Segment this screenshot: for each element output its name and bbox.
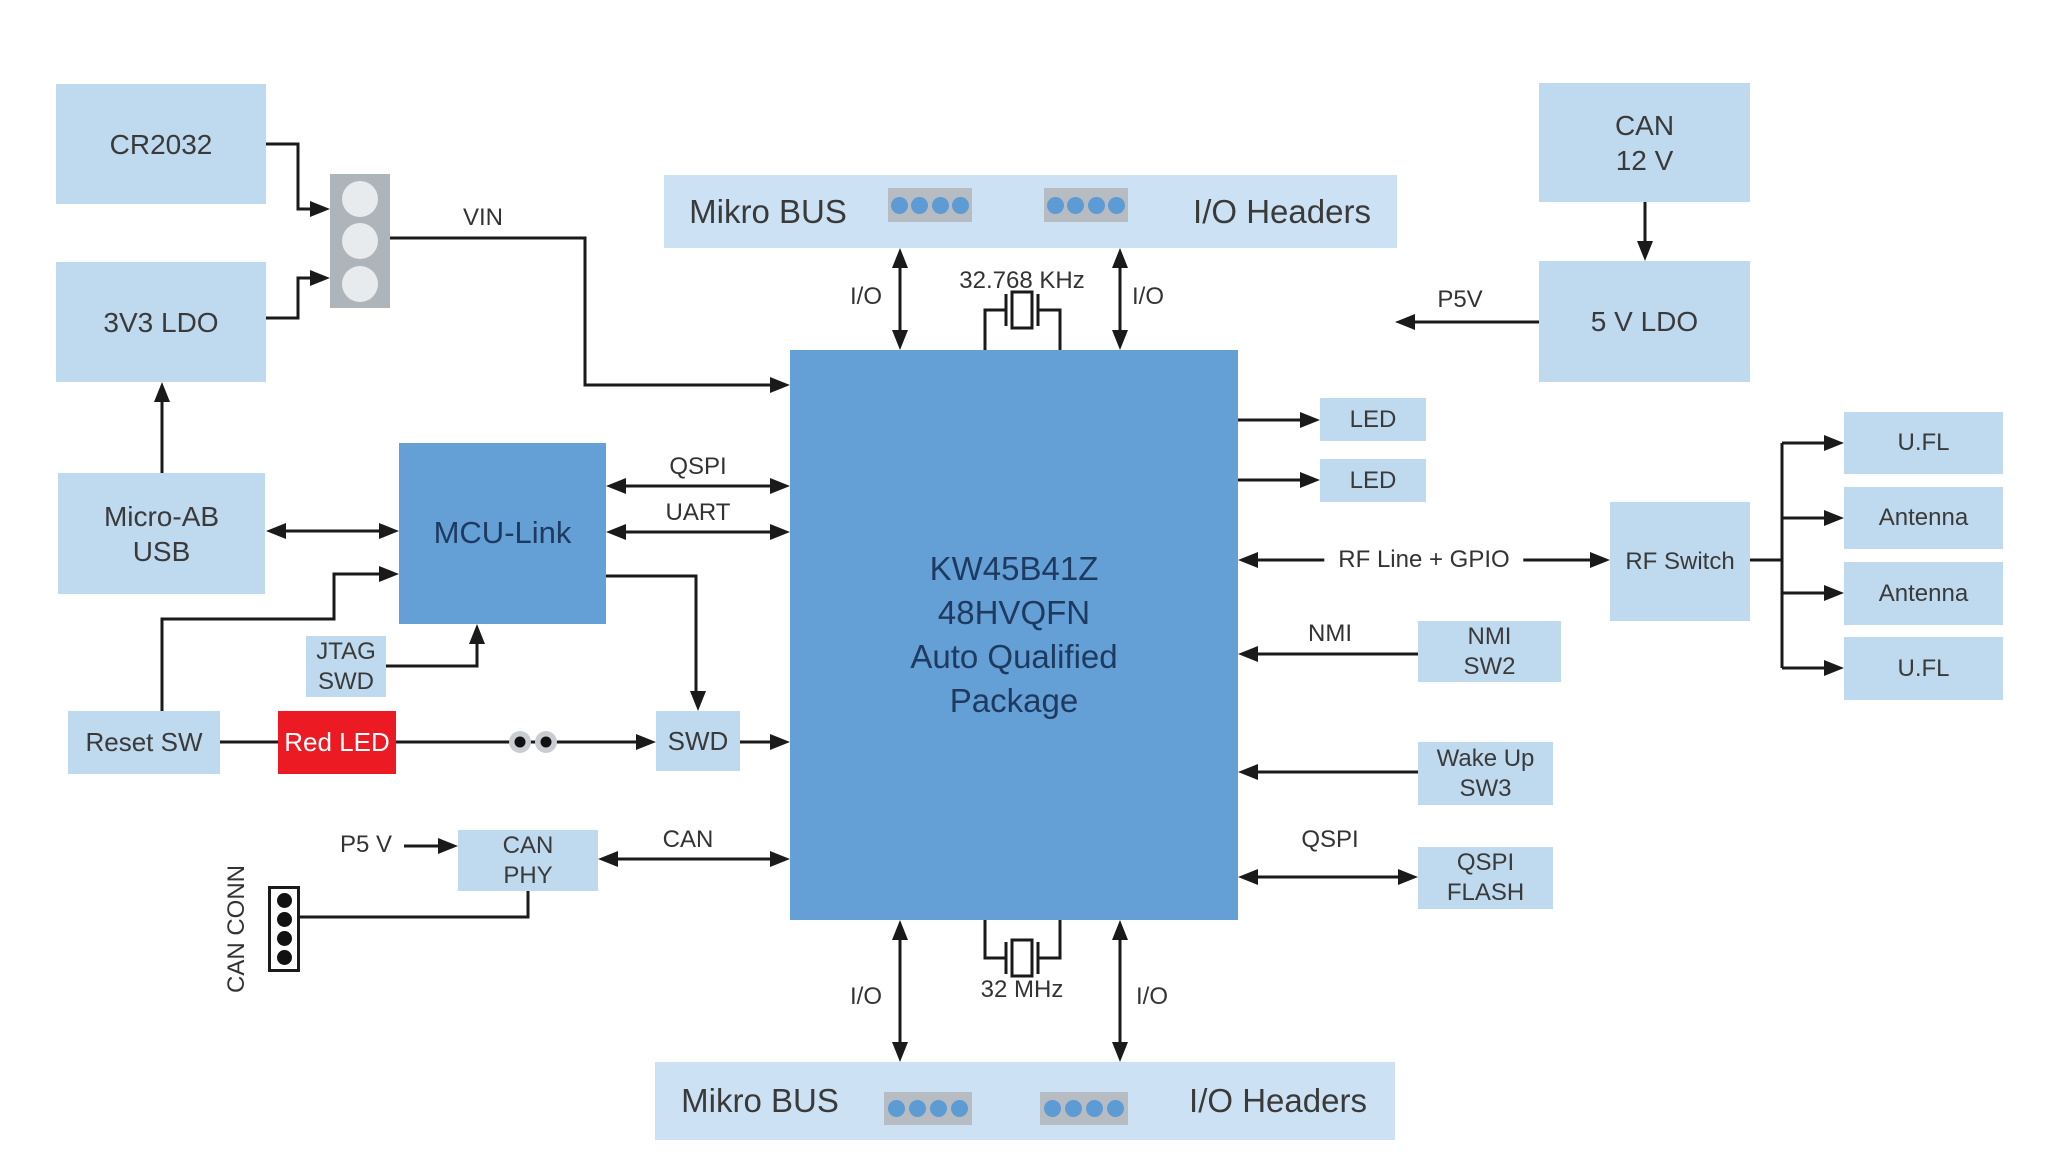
block-can-phy: CAN PHY bbox=[458, 830, 598, 891]
pin-dot-icon bbox=[1107, 196, 1125, 214]
label-io-top-left: I/O bbox=[849, 283, 883, 310]
pin-dot-icon bbox=[1047, 196, 1065, 214]
label-vin: VIN bbox=[462, 204, 504, 231]
bottom-bar-mikro-bus-label: Mikro BUS bbox=[681, 1082, 839, 1119]
pin-dot-icon bbox=[888, 1100, 905, 1117]
block-nmi-sw2: NMI SW2 bbox=[1418, 621, 1561, 682]
block-micro-ab-usb: Micro-AB USB bbox=[58, 473, 265, 594]
block-reset-sw: Reset SW bbox=[68, 711, 220, 774]
bottom-bar-pin-strip-2 bbox=[1040, 1092, 1128, 1125]
pin-dot-icon bbox=[1107, 1100, 1124, 1117]
block-red-led: Red LED bbox=[278, 711, 396, 774]
jumper-pin-icon bbox=[342, 223, 378, 259]
block-can-12v: CAN 12 V bbox=[1539, 83, 1750, 202]
jumper-pin-icon bbox=[342, 180, 378, 217]
pin-dot-icon bbox=[911, 196, 929, 214]
block-ufl-1: U.FL bbox=[1844, 412, 2003, 474]
pin-dot-icon bbox=[1065, 1100, 1082, 1117]
label-crystal-32khz: 32.768 KHz bbox=[959, 267, 1085, 294]
connector-pin-icon bbox=[276, 893, 292, 908]
label-can-conn: CAN CONN bbox=[223, 864, 250, 994]
can-connector-icon bbox=[268, 886, 300, 972]
label-p5v-in: P5 V bbox=[339, 831, 393, 858]
label-rf-line-gpio: RF Line + GPIO bbox=[1324, 546, 1524, 574]
block-rf-switch: RF Switch bbox=[1610, 502, 1750, 621]
pin-dot-icon bbox=[1086, 1100, 1103, 1117]
block-kw45b41z-chip: KW45B41Z 48HVQFN Auto Qualified Package bbox=[790, 350, 1238, 920]
pin-dot-icon bbox=[1087, 196, 1105, 214]
jumper-pin-icon bbox=[342, 265, 378, 302]
block-3v3-ldo: 3V3 LDO bbox=[56, 262, 266, 382]
pin-dot-icon bbox=[951, 1100, 968, 1117]
label-crystal-32mhz: 32 MHz bbox=[980, 976, 1064, 1003]
label-nmi: NMI bbox=[1308, 620, 1352, 647]
label-io-top-right: I/O bbox=[1131, 283, 1165, 310]
label-io-bottom-right: I/O bbox=[1135, 983, 1169, 1010]
top-bar-pin-strip-2 bbox=[1044, 188, 1128, 222]
top-bar-mikro-bus-label: Mikro BUS bbox=[689, 193, 847, 230]
block-led-top: LED bbox=[1320, 398, 1426, 441]
block-cr2032: CR2032 bbox=[56, 84, 266, 204]
bottom-bar-pin-strip-1 bbox=[884, 1092, 972, 1125]
block-wakeup-sw3: Wake Up SW3 bbox=[1418, 742, 1553, 805]
label-p5v-out: P5V bbox=[1437, 286, 1483, 313]
block-jtag-swd: JTAG SWD bbox=[306, 636, 386, 697]
label-can: CAN bbox=[662, 826, 714, 853]
top-bar-io-headers-label: I/O Headers bbox=[1193, 193, 1371, 230]
top-header-bar bbox=[664, 175, 1397, 248]
label-uart: UART bbox=[665, 499, 731, 526]
bottom-header-bar bbox=[655, 1062, 1395, 1140]
label-qspi-flash: QSPI bbox=[1301, 826, 1359, 853]
block-swd: SWD bbox=[656, 711, 740, 771]
pin-dot-icon bbox=[909, 1100, 926, 1117]
block-antenna-1: Antenna bbox=[1844, 487, 2003, 549]
connector-pin-icon bbox=[276, 931, 292, 946]
pin-dot-icon bbox=[951, 196, 969, 214]
label-io-bottom-left: I/O bbox=[849, 983, 883, 1010]
label-qspi-mcu: QSPI bbox=[669, 453, 727, 480]
block-mcu-link: MCU-Link bbox=[399, 443, 606, 624]
pin-dot-icon bbox=[931, 196, 949, 214]
block-led-bottom: LED bbox=[1320, 459, 1426, 502]
block-qspi-flash: QSPI FLASH bbox=[1418, 847, 1553, 909]
connector-pin-icon bbox=[276, 950, 292, 965]
power-select-jumper-icon bbox=[330, 174, 390, 308]
top-bar-pin-strip-1 bbox=[888, 188, 972, 222]
pin-dot-icon bbox=[891, 196, 909, 214]
block-ufl-2: U.FL bbox=[1844, 637, 2003, 700]
block-antenna-2: Antenna bbox=[1844, 562, 2003, 625]
pin-dot-icon bbox=[930, 1100, 947, 1117]
block-5v-ldo: 5 V LDO bbox=[1539, 261, 1750, 382]
pin-dot-icon bbox=[1044, 1100, 1061, 1117]
connector-pin-icon bbox=[276, 912, 292, 927]
pin-dot-icon bbox=[1067, 196, 1085, 214]
bottom-bar-io-headers-label: I/O Headers bbox=[1189, 1082, 1367, 1119]
